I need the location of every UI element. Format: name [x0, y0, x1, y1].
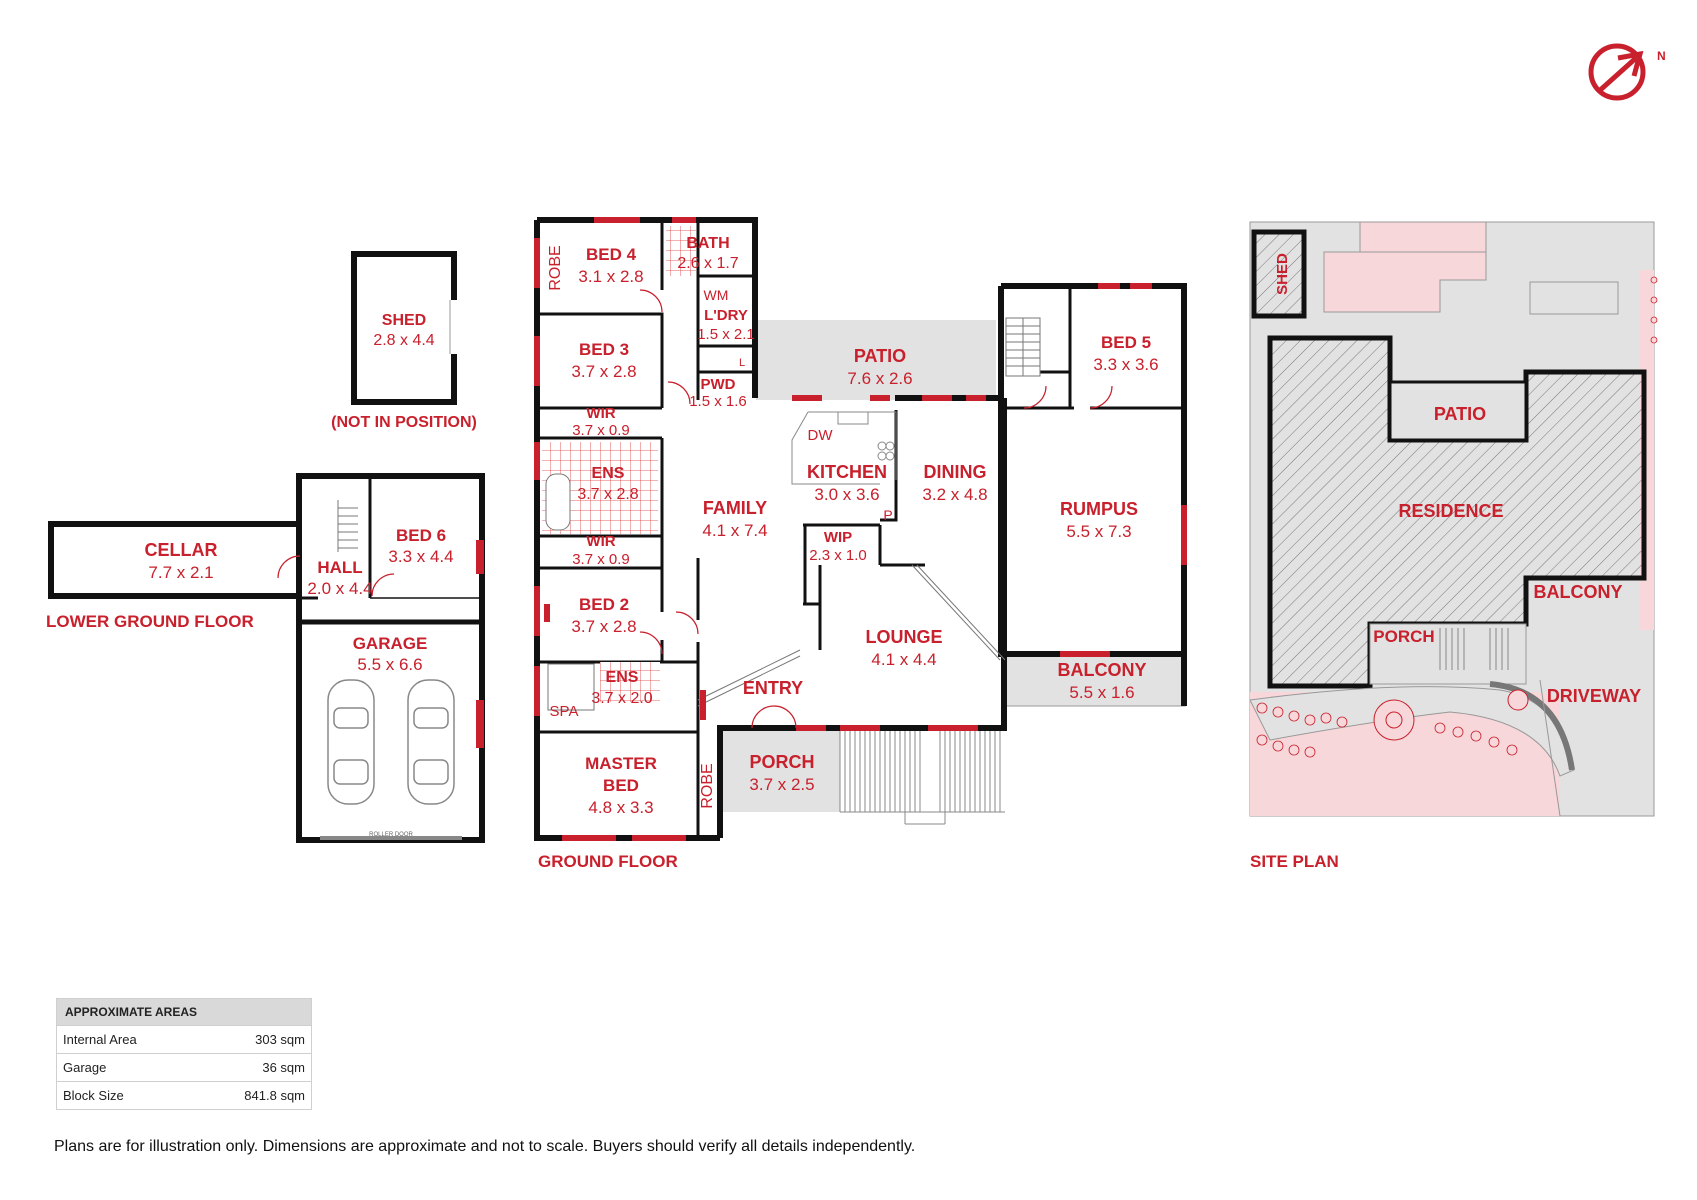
- room-bed5-dims: 3.3 x 3.6: [1093, 355, 1158, 374]
- room-hall-name: HALL: [317, 558, 362, 577]
- room-family-dims: 4.1 x 7.4: [702, 521, 767, 540]
- disclaimer-text: Plans are for illustration only. Dimensi…: [54, 1138, 916, 1155]
- room-bed5-name: BED 5: [1101, 333, 1151, 352]
- table-row: Garage 36 sqm: [57, 1053, 311, 1081]
- room-ens1-name: ENS: [592, 465, 625, 482]
- floor-label-ground: GROUND FLOOR: [538, 852, 678, 871]
- room-lounge-name: LOUNGE: [865, 627, 942, 647]
- room-hall-dims: 2.0 x 4.4: [307, 579, 372, 598]
- pantry-label: P: [883, 507, 892, 523]
- room-wip-name: WIP: [824, 529, 852, 546]
- room-bed4-dims: 3.1 x 2.8: [578, 267, 643, 286]
- room-shed-name: SHED: [382, 312, 426, 329]
- room-cellar-dims: 7.7 x 2.1: [148, 563, 213, 582]
- room-wip-dims: 2.3 x 1.0: [809, 547, 867, 564]
- room-dining-dims: 3.2 x 4.8: [922, 485, 987, 504]
- area-label: Block Size: [63, 1088, 124, 1103]
- room-dining-name: DINING: [924, 462, 987, 482]
- areas-title: APPROXIMATE AREAS: [57, 999, 311, 1025]
- room-shed-dims: 2.8 x 4.4: [373, 332, 434, 349]
- floor-label-lower: LOWER GROUND FLOOR: [46, 612, 254, 631]
- room-lounge-dims: 4.1 x 4.4: [871, 650, 936, 669]
- area-value: 841.8 sqm: [244, 1088, 305, 1103]
- room-ens2-name: ENS: [606, 669, 639, 686]
- room-bed6-name: BED 6: [396, 526, 446, 545]
- floor-label-site: SITE PLAN: [1250, 852, 1339, 871]
- room-family-name: FAMILY: [703, 498, 767, 518]
- room-bath-name: BATH: [686, 235, 729, 252]
- dishwasher-label: DW: [808, 427, 834, 444]
- table-row: Block Size 841.8 sqm: [57, 1081, 311, 1109]
- car-icon: [327, 679, 375, 805]
- table-row: Internal Area 303 sqm: [57, 1025, 311, 1053]
- room-robe-top: ROBE: [547, 245, 564, 290]
- room-master-dims: 4.8 x 3.3: [588, 798, 653, 817]
- room-bed2-dims: 3.7 x 2.8: [571, 617, 636, 636]
- room-garage-name: GARAGE: [353, 634, 428, 653]
- room-wir1-dims: 3.7 x 0.9: [572, 422, 630, 439]
- lower-ground-plan: ROLLER DOOR: [48, 473, 485, 843]
- spa-label: SPA: [550, 703, 579, 720]
- area-value: 303 sqm: [255, 1032, 305, 1047]
- north-label: N: [1657, 49, 1666, 63]
- room-bath-dims: 2.6 x 1.7: [677, 255, 738, 272]
- room-kitchen-dims: 3.0 x 3.6: [814, 485, 879, 504]
- room-rumpus-name: RUMPUS: [1060, 499, 1138, 519]
- room-master-name-2: BED: [603, 776, 639, 795]
- ground-floor-plan: [534, 217, 1187, 841]
- room-bed3-dims: 3.7 x 2.8: [571, 362, 636, 381]
- shed-not-in-position: (NOT IN POSITION): [331, 414, 477, 431]
- room-bed6-dims: 3.3 x 4.4: [388, 547, 453, 566]
- room-entry-name: ENTRY: [743, 678, 803, 698]
- room-porch-name: PORCH: [749, 752, 814, 772]
- room-porch-dims: 3.7 x 2.5: [749, 775, 814, 794]
- room-bed4-name: BED 4: [586, 245, 637, 264]
- room-l-label: L: [739, 357, 745, 369]
- shed-plan: SHED 2.8 x 4.4: [351, 251, 460, 405]
- room-master-name-1: MASTER: [585, 754, 657, 773]
- room-balcony-name: BALCONY: [1058, 660, 1147, 680]
- room-ens1-dims: 3.7 x 2.8: [577, 486, 638, 503]
- room-pwd-dims: 1.5 x 1.6: [689, 393, 747, 410]
- room-rumpus-dims: 5.5 x 7.3: [1066, 522, 1131, 541]
- room-bed2-name: BED 2: [579, 595, 629, 614]
- site-patio-label: PATIO: [1434, 404, 1486, 424]
- washing-machine-label: WM: [704, 287, 729, 303]
- car-icon: [407, 679, 455, 805]
- room-robe-bottom: ROBE: [699, 763, 716, 808]
- room-garage-dims: 5.5 x 6.6: [357, 655, 422, 674]
- room-patio-name: PATIO: [854, 346, 906, 366]
- room-laundry-dims: 1.5 x 2.1: [697, 326, 755, 343]
- site-porch-label: PORCH: [1373, 627, 1434, 646]
- room-bed3-name: BED 3: [579, 340, 629, 359]
- room-wir2-dims: 3.7 x 0.9: [572, 551, 630, 568]
- roller-door-label: ROLLER DOOR: [369, 832, 413, 838]
- north-arrow-icon: N: [1588, 43, 1666, 101]
- site-balcony-label: BALCONY: [1534, 582, 1623, 602]
- room-kitchen-name: KITCHEN: [807, 462, 887, 482]
- room-balcony-dims: 5.5 x 1.6: [1069, 683, 1134, 702]
- area-value: 36 sqm: [262, 1060, 305, 1075]
- area-label: Internal Area: [63, 1032, 137, 1047]
- site-driveway-label: DRIVEWAY: [1547, 686, 1641, 706]
- room-laundry-name: L'DRY: [704, 307, 748, 324]
- approximate-areas-table: APPROXIMATE AREAS Internal Area 303 sqm …: [56, 998, 312, 1110]
- site-shed-label: SHED: [1274, 253, 1291, 295]
- room-cellar-name: CELLAR: [145, 540, 218, 560]
- site-plan: [1249, 221, 1658, 817]
- room-patio-dims: 7.6 x 2.6: [847, 369, 912, 388]
- room-wir2-name: WIR: [586, 533, 615, 550]
- room-wir1-name: WIR: [586, 405, 615, 422]
- room-pwd-name: PWD: [701, 376, 736, 393]
- area-label: Garage: [63, 1060, 107, 1075]
- room-ens2-dims: 3.7 x 2.0: [591, 690, 652, 707]
- site-residence-label: RESIDENCE: [1398, 501, 1503, 521]
